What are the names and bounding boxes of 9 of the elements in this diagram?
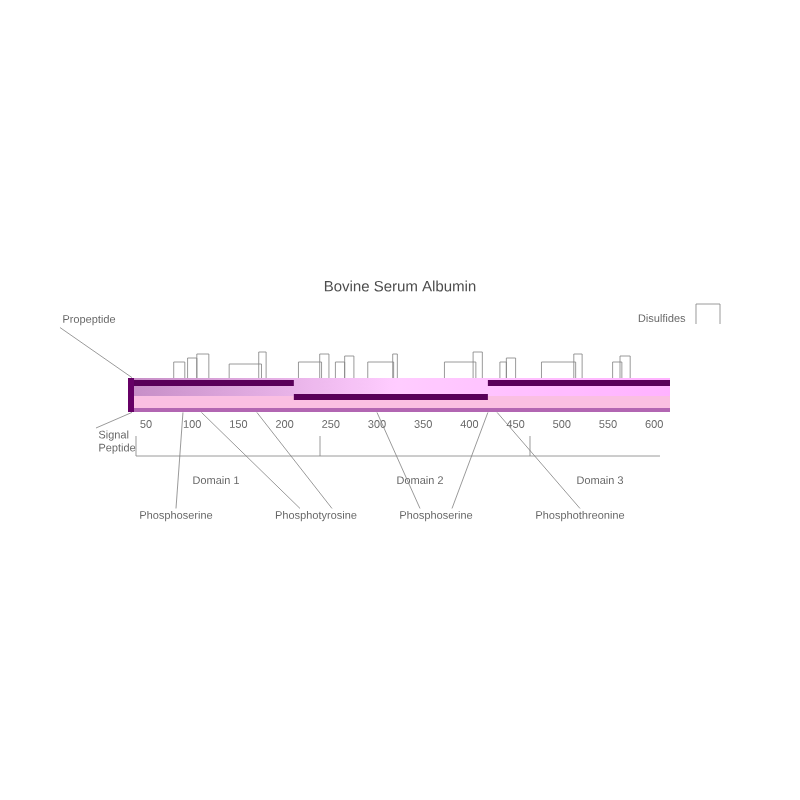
leader-line	[256, 412, 333, 509]
leader-line	[175, 412, 184, 509]
leader-line	[59, 327, 133, 378]
leader-line	[376, 412, 421, 509]
leader-line	[201, 412, 301, 509]
leader-line	[451, 412, 489, 509]
leader-line	[95, 412, 133, 429]
protein-bar-drawing	[128, 378, 670, 412]
leader-line	[496, 412, 581, 509]
